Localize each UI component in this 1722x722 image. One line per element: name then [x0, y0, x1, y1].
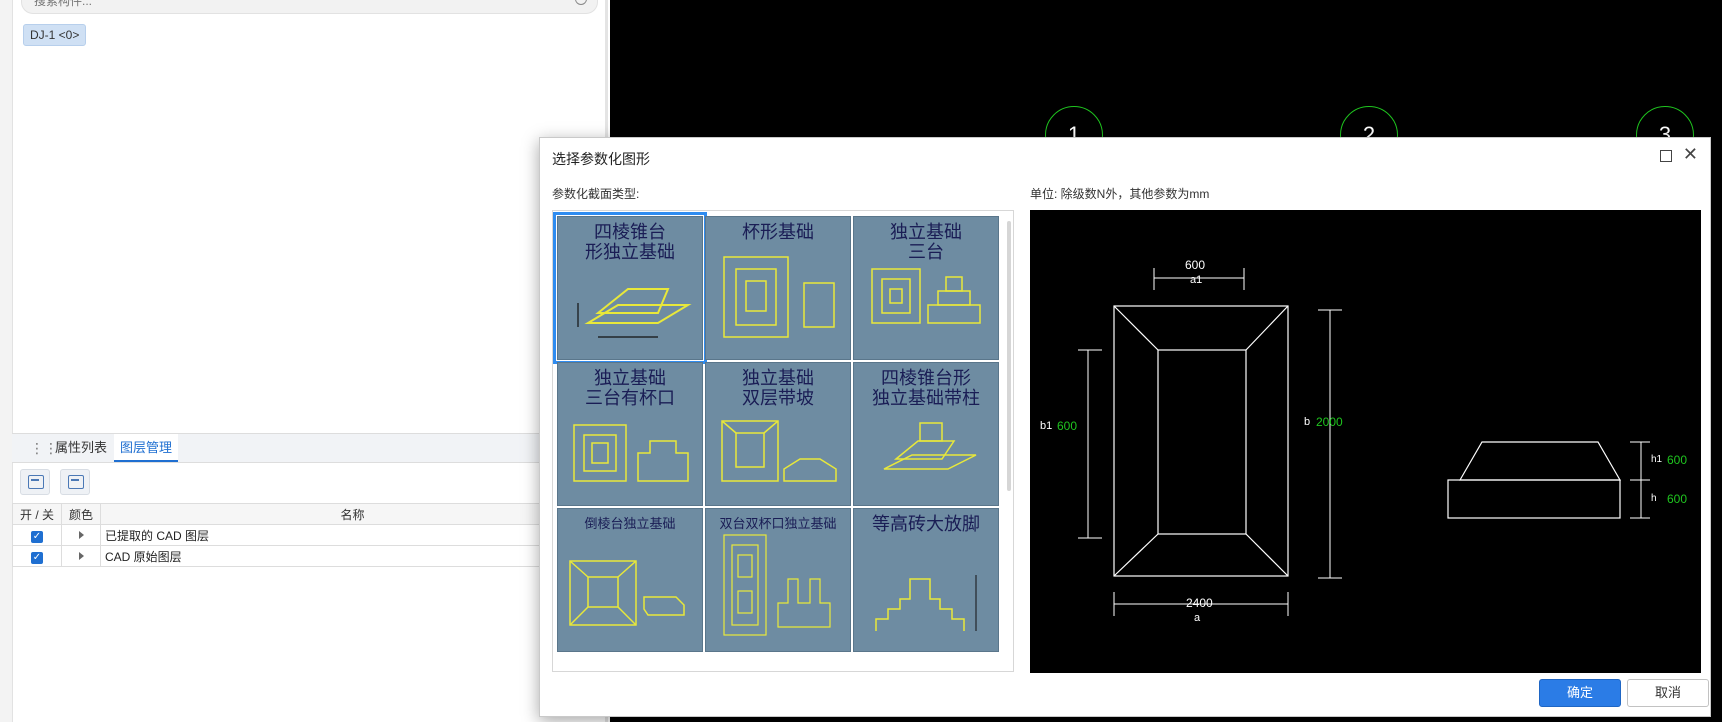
unit-label: 单位: 除级数N外，其他参数为mm — [1030, 187, 1210, 201]
search-box[interactable] — [21, 0, 598, 14]
dim-a-name: a — [1194, 612, 1201, 624]
dim-b-value: 2000 — [1316, 415, 1343, 429]
layer-checkbox[interactable]: ✓ — [31, 530, 43, 543]
search-input[interactable] — [32, 0, 556, 9]
shape-thumb-cup-foundation[interactable]: 杯形基础 — [705, 216, 851, 360]
table-row[interactable]: ✓ 已提取的 CAD 图层 — [12, 524, 605, 546]
shape-preview: 600 a1 b1 600 b 2000 2400 a h1 600 h 600 — [1030, 210, 1701, 673]
thumb-title-line1: 独立基础 — [890, 222, 962, 243]
cancel-button[interactable]: 取消 — [1627, 679, 1709, 707]
layer-icon — [68, 475, 84, 489]
cup-foundation-diagram — [723, 256, 835, 338]
layer-name: CAD 原始图层 — [100, 545, 605, 567]
drag-handle-icon[interactable]: ⋮⋮ — [30, 440, 58, 456]
shape-thumb-three-step[interactable]: 独立基础 三台 — [853, 216, 999, 360]
preview-drawing — [1078, 268, 1650, 616]
dim-h-value: 600 — [1667, 492, 1688, 506]
component-tag[interactable]: DJ-1 <0> — [23, 24, 87, 46]
close-icon[interactable]: ✕ — [1682, 144, 1698, 164]
thumb-title-line1: 杯形基础 — [742, 222, 814, 243]
search-icon[interactable] — [575, 0, 587, 5]
layer-icon — [28, 475, 44, 489]
shape-thumb-pyramid-frustum[interactable]: 四棱锥台 形独立基础 — [553, 212, 707, 364]
thumb-title-line1: 独立基础 — [594, 368, 666, 389]
thumb-title-line1: 双台双杯口独立基础 — [719, 517, 837, 532]
three-step-diagram — [871, 268, 981, 324]
dim-h1-name: h1 — [1651, 454, 1663, 465]
parametric-shape-dialog: 选择参数化图形 ✕ 参数化截面类型: 单位: 除级数N外，其他参数为mm 四棱锥… — [539, 137, 1711, 717]
double-slope-diagram — [721, 420, 837, 482]
three-step-cup-diagram — [573, 424, 689, 482]
shape-thumb-three-step-cup[interactable]: 独立基础 三台有杯口 — [557, 362, 703, 506]
shape-thumb-inverted-frustum[interactable]: 倒棱台独立基础 — [557, 508, 703, 652]
section-type-label: 参数化截面类型: — [552, 187, 640, 201]
thumb-title-line1: 四棱锥台 — [594, 222, 666, 243]
thumb-title-line2: 双层带坡 — [742, 388, 814, 409]
dim-a-value: 2400 — [1186, 596, 1213, 610]
col-header-color: 颜色 — [61, 503, 101, 525]
layer-tool-1-button[interactable] — [20, 469, 50, 495]
thumb-title-line1: 等高砖大放脚 — [872, 514, 980, 535]
double-cup-diagram — [723, 534, 831, 636]
shape-thumb-double-cup[interactable]: 双台双杯口独立基础 — [705, 508, 851, 652]
thumb-title-line2: 三台有杯口 — [585, 388, 675, 409]
col-header-toggle: 开 / 关 — [12, 503, 62, 525]
frustum-column-diagram — [883, 422, 977, 470]
dialog-title: 选择参数化图形 — [552, 151, 650, 167]
pyramid-frustum-diagram — [577, 288, 692, 338]
layer-table: 开 / 关 颜色 名称 ✓ 已提取的 CAD 图层 ✓ CAD 原始图层 — [12, 503, 605, 567]
dim-b1-name: b1 — [1040, 420, 1053, 432]
ok-button[interactable]: 确定 — [1539, 679, 1621, 707]
gallery-scrollbar[interactable] — [1007, 221, 1011, 491]
brick-footing-diagram — [875, 575, 977, 631]
layer-checkbox[interactable]: ✓ — [31, 551, 43, 564]
expand-arrow-icon[interactable] — [78, 531, 84, 539]
col-header-name: 名称 — [100, 503, 605, 525]
tab-layers[interactable]: 图层管理 — [114, 434, 179, 462]
dim-b-name: b — [1304, 416, 1311, 428]
expand-arrow-icon[interactable] — [78, 552, 84, 560]
thumb-title-line2: 独立基础带柱 — [872, 388, 980, 409]
thumb-title-line1: 独立基础 — [742, 368, 814, 389]
dim-a1-value: 600 — [1185, 258, 1206, 272]
thumb-title-line2: 三台 — [908, 242, 944, 263]
layer-name: 已提取的 CAD 图层 — [100, 524, 605, 546]
tab-properties[interactable]: 属性列表 — [55, 440, 108, 455]
table-row[interactable]: ✓ CAD 原始图层 — [12, 545, 605, 567]
thumb-title-line2: 形独立基础 — [585, 242, 675, 263]
dim-a1-name: a1 — [1190, 274, 1203, 286]
left-toolbar-strip — [0, 0, 13, 722]
shape-thumb-frustum-with-column[interactable]: 四棱锥台形 独立基础带柱 — [853, 362, 999, 506]
thumb-title-line1: 四棱锥台形 — [881, 368, 971, 389]
shape-thumb-brick-footing[interactable]: 等高砖大放脚 — [853, 508, 999, 652]
shape-gallery: 四棱锥台 形独立基础 杯形基础 独立基础 三台 — [552, 210, 1014, 672]
thumb-title-line1: 倒棱台独立基础 — [584, 517, 676, 532]
layer-tool-2-button[interactable] — [60, 469, 90, 495]
dim-h-name: h — [1651, 493, 1657, 504]
maximize-icon[interactable] — [1660, 150, 1672, 162]
component-panel: DJ-1 <0> ⋮⋮ 属性列表 图层管理 开 / 关 颜色 名称 ✓ 已提取的… — [0, 0, 610, 722]
inverted-frustum-diagram — [569, 560, 685, 626]
bottom-tabbar: ⋮⋮ 属性列表 图层管理 — [12, 433, 605, 463]
dim-b1-value: 600 — [1057, 419, 1078, 433]
dim-h1-value: 600 — [1667, 453, 1688, 467]
shape-thumb-double-slope[interactable]: 独立基础 双层带坡 — [705, 362, 851, 506]
